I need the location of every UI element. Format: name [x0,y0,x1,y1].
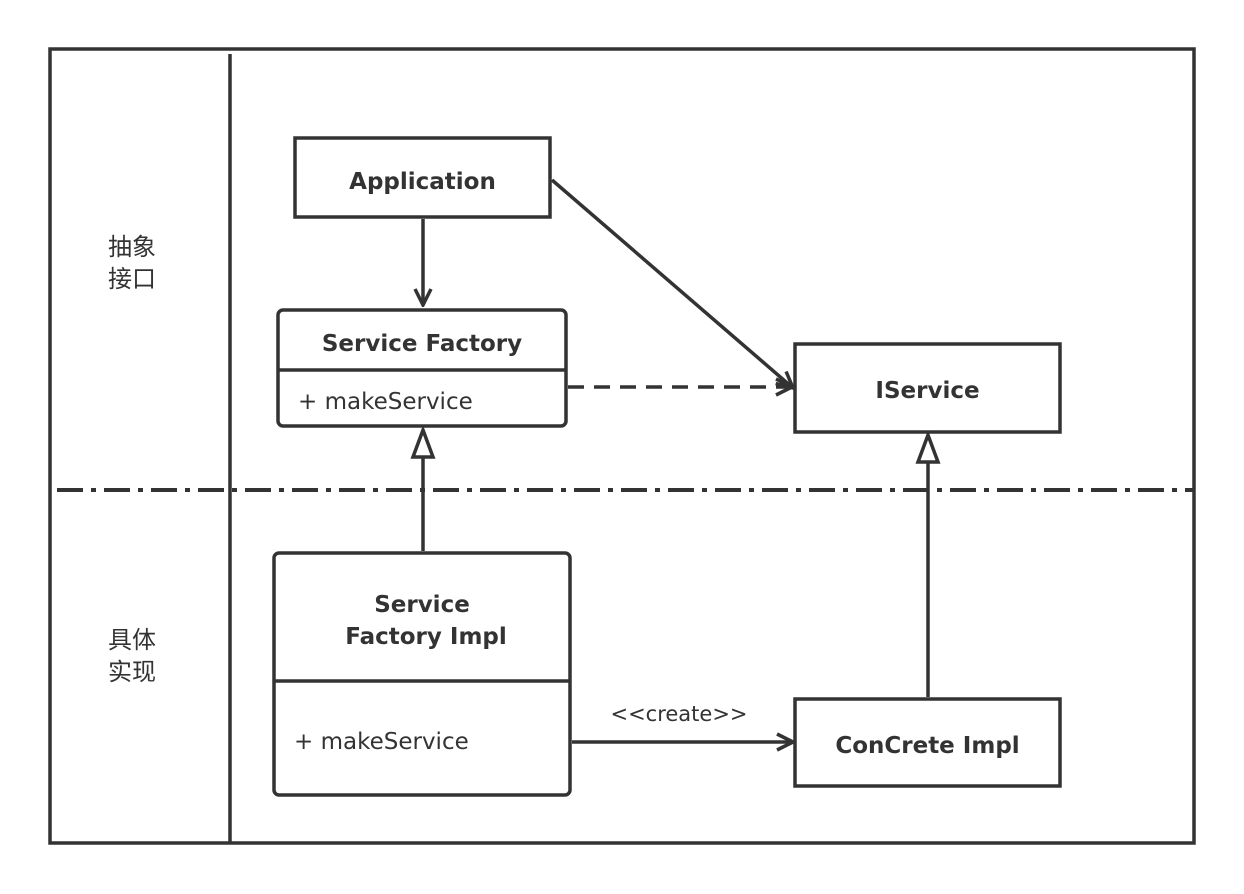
edge-create-label: <<create>> [610,702,747,726]
service-factory-box: Service Factory + makeService [276,308,568,428]
lane-label-abstract-line2: 接口 [108,265,156,293]
lane-label-concrete-line1: 具体 [108,626,156,654]
concrete-impl-box: ConCrete Impl [793,697,1062,788]
edge-impl-realizes-service-factory [410,424,436,551]
concrete-impl-title: ConCrete Impl [835,733,1019,759]
edge-concrete-realizes-iservice [915,429,941,697]
service-factory-impl-member: + makeService [294,729,469,755]
service-factory-impl-title-line2: Factory Impl [345,624,507,650]
service-factory-impl-box: Service Factory Impl + makeService [272,551,572,797]
iservice-box: IService [793,342,1062,434]
iservice-title: IService [875,378,979,404]
edge-application-to-iservice [550,178,793,388]
outer-frame [48,47,1196,845]
service-factory-member: + makeService [298,389,473,415]
application-box: Application [293,136,552,219]
application-title: Application [349,169,496,195]
lane-label-abstract-line1: 抽象 [108,233,156,261]
service-factory-title: Service Factory [322,331,522,357]
service-factory-impl-title-line1: Service [374,592,470,618]
lane-label-concrete-line2: 实现 [108,658,156,686]
